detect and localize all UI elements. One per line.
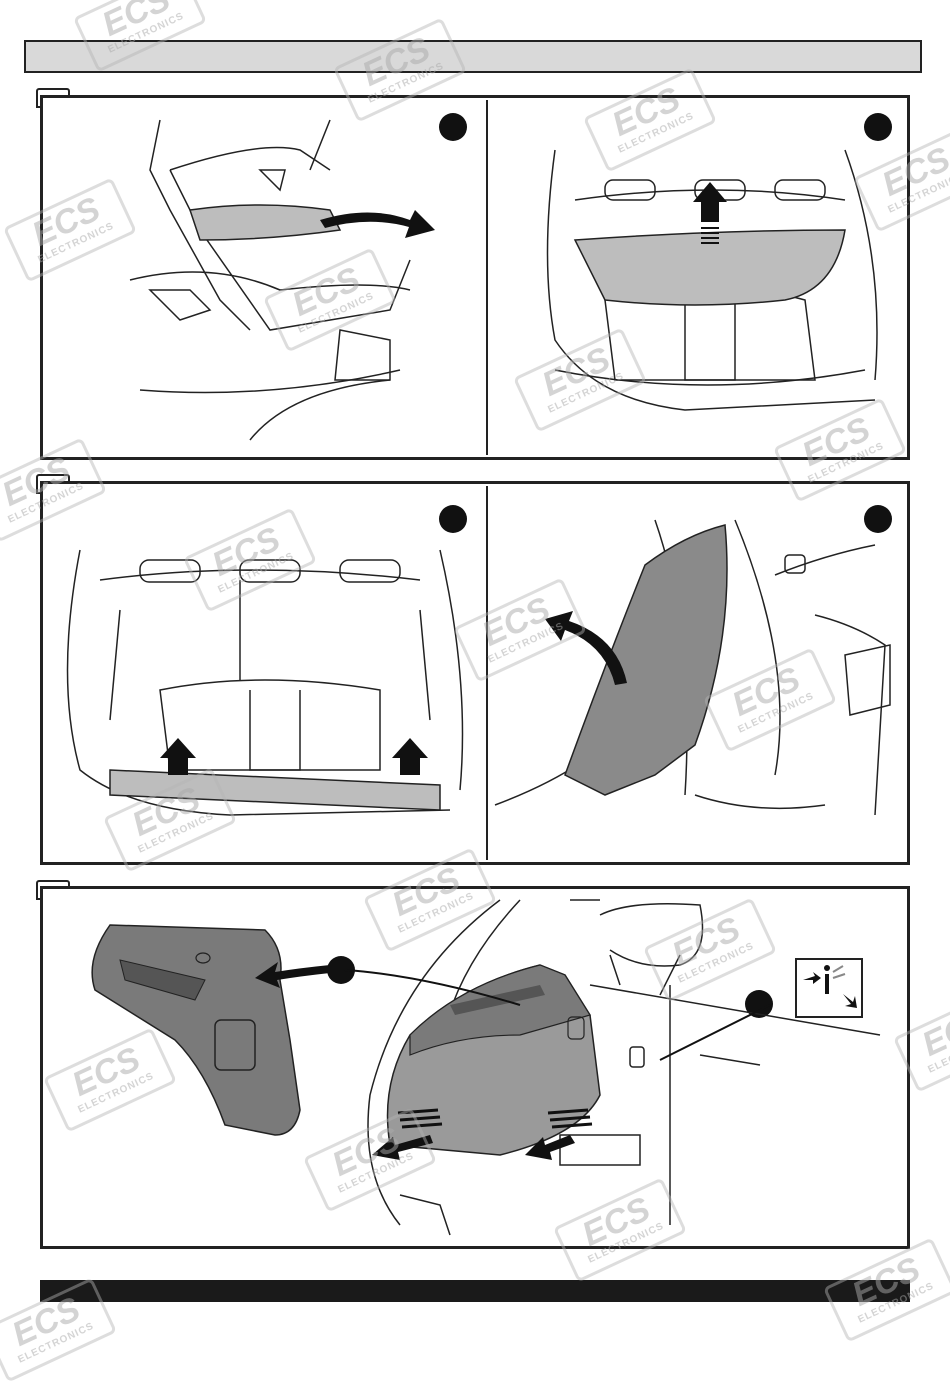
arrow-icon <box>397 1108 443 1129</box>
arrow-icon <box>344 969 521 1006</box>
step-dot-icon <box>439 505 467 533</box>
arrow-icon <box>392 738 428 775</box>
step-dot-icon <box>439 113 467 141</box>
section-1-divider <box>486 100 488 455</box>
arrow-icon <box>320 210 435 238</box>
arrow-icon <box>255 962 330 988</box>
footer-bar <box>40 1280 910 1302</box>
section-2 <box>40 481 910 865</box>
arrow-icon <box>659 1004 771 1061</box>
arrow-icon <box>693 182 727 222</box>
arrow-icon <box>701 227 719 244</box>
removed-side-panel <box>91 924 301 1136</box>
section-3-arrows <box>255 962 771 1160</box>
header-bar <box>24 40 922 73</box>
arrow-icon <box>547 1108 593 1129</box>
section-2-divider <box>486 486 488 860</box>
panel-remove-side-boot-panel <box>367 899 881 1236</box>
step-dot-icon <box>745 990 773 1018</box>
panel-lift-parcel-shelf <box>546 149 878 411</box>
arrow-icon <box>372 1135 433 1160</box>
step-dot-icon <box>864 113 892 141</box>
panel-lift-boot-sill <box>66 549 464 816</box>
step-dot-icon <box>864 505 892 533</box>
arrow-icon <box>525 1135 575 1160</box>
panel-hatch-parcel-shelf <box>129 119 435 441</box>
panel-remove-pillar-trim <box>494 519 891 816</box>
arrow-icon <box>545 611 627 685</box>
arrow-icon <box>160 738 196 775</box>
clip-release-icon <box>795 958 863 1018</box>
